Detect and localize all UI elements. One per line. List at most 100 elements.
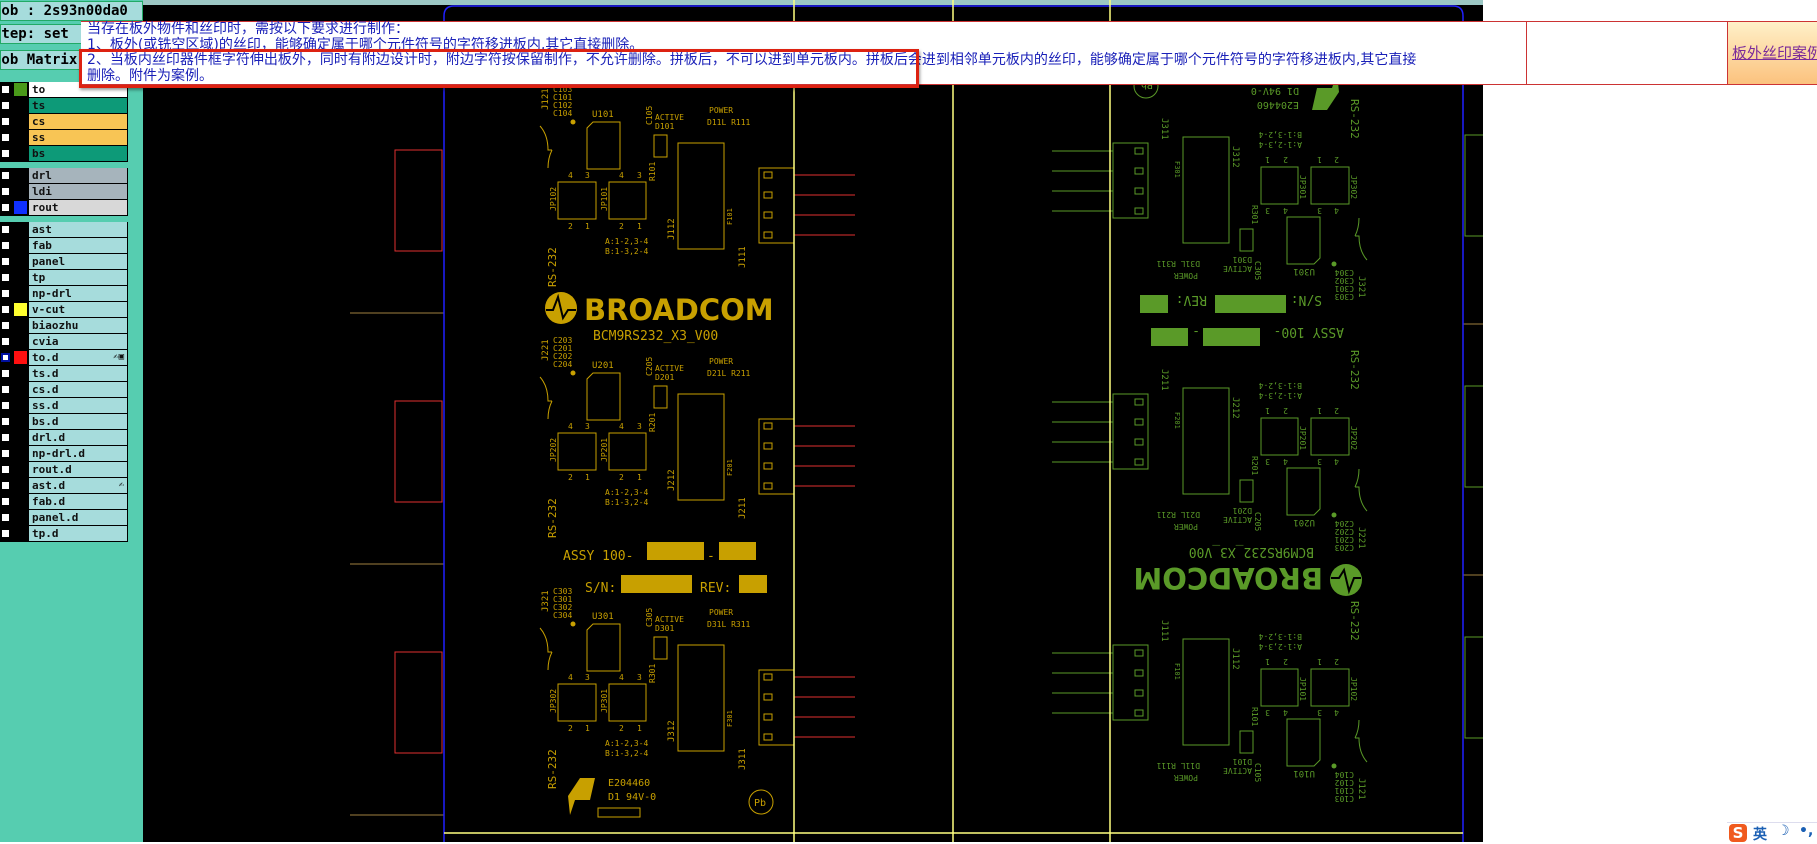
layer-row-bs.d[interactable]: bs.d bbox=[0, 414, 128, 430]
layer-name[interactable]: ldi bbox=[29, 184, 127, 199]
capacitor-label: C302 bbox=[1335, 276, 1354, 285]
layer-checkbox[interactable] bbox=[1, 305, 10, 314]
layer-checkbox[interactable] bbox=[1, 289, 10, 298]
layer-checkbox[interactable] bbox=[1, 187, 10, 196]
layer-row-tp[interactable]: tp bbox=[0, 270, 128, 286]
layer-checkbox[interactable] bbox=[1, 225, 10, 234]
jumper-label: JP301 bbox=[600, 689, 609, 713]
punctuation-icon[interactable]: •, bbox=[1799, 823, 1814, 839]
pin-number: 3 bbox=[1265, 457, 1270, 466]
layer-checkbox[interactable] bbox=[1, 353, 10, 362]
layer-row-np-drl[interactable]: np-drl bbox=[0, 286, 128, 302]
layer-row-v-cut[interactable]: v-cut bbox=[0, 302, 128, 318]
layer-name[interactable]: tp bbox=[29, 270, 127, 285]
layer-checkbox[interactable] bbox=[1, 257, 10, 266]
layer-row-ldi[interactable]: ldi bbox=[0, 184, 128, 200]
layer-name[interactable]: to.d✍▣ bbox=[29, 350, 127, 365]
layer-row-ss.d[interactable]: ss.d bbox=[0, 398, 128, 414]
layer-checkbox[interactable] bbox=[1, 433, 10, 442]
layer-name[interactable]: cs bbox=[29, 114, 127, 129]
layer-name[interactable]: v-cut bbox=[29, 302, 127, 317]
layer-checkbox[interactable] bbox=[1, 497, 10, 506]
cad-canvas[interactable] bbox=[143, 0, 1483, 842]
ime-language-toggle[interactable]: 英 bbox=[1753, 827, 1767, 843]
layer-checkbox[interactable] bbox=[1, 171, 10, 180]
jumper-outline bbox=[1261, 669, 1298, 706]
layer-checkbox[interactable] bbox=[1, 401, 10, 410]
layer-name[interactable]: fab.d bbox=[29, 494, 127, 509]
layer-name[interactable]: bs.d bbox=[29, 414, 127, 429]
layer-checkbox[interactable] bbox=[1, 481, 10, 490]
layer-checkbox[interactable] bbox=[1, 241, 10, 250]
layer-row-drl[interactable]: drl bbox=[0, 168, 128, 184]
layer-row-panel.d[interactable]: panel.d bbox=[0, 510, 128, 526]
layer-checkbox[interactable] bbox=[1, 465, 10, 474]
pin-number: 4 bbox=[1334, 206, 1339, 215]
layer-checkbox[interactable] bbox=[1, 85, 10, 94]
broadcom-logo-wave bbox=[546, 297, 576, 318]
layer-row-tp.d[interactable]: tp.d bbox=[0, 526, 128, 542]
layer-row-cvia[interactable]: cvia bbox=[0, 334, 128, 350]
layer-checkbox[interactable] bbox=[1, 369, 10, 378]
layer-row-ts.d[interactable]: ts.d bbox=[0, 366, 128, 382]
layer-name[interactable]: cs.d bbox=[29, 382, 127, 397]
layer-checkbox[interactable] bbox=[1, 133, 10, 142]
layer-name[interactable]: tp.d bbox=[29, 526, 127, 541]
layer-row-biaozhu[interactable]: biaozhu bbox=[0, 318, 128, 334]
layer-checkbox[interactable] bbox=[1, 273, 10, 282]
layer-row-drl.d[interactable]: drl.d bbox=[0, 430, 128, 446]
layer-row-cs.d[interactable]: cs.d bbox=[0, 382, 128, 398]
layer-name[interactable]: rout.d bbox=[29, 462, 127, 477]
layer-checkbox[interactable] bbox=[1, 321, 10, 330]
layer-checkbox[interactable] bbox=[1, 529, 10, 538]
layer-name[interactable]: fab bbox=[29, 238, 127, 253]
example-link[interactable]: 板外丝印案例 bbox=[1728, 22, 1817, 84]
layer-row-cs[interactable]: cs bbox=[0, 114, 128, 130]
layer-row-ast.d[interactable]: ast.d✍ bbox=[0, 478, 128, 494]
layer-name[interactable]: cvia bbox=[29, 334, 127, 349]
pcb-unit: J321C303C301C302C304U301C305ACTIVED301R3… bbox=[1052, 73, 1557, 301]
sogou-ime-icon[interactable]: S bbox=[1729, 824, 1747, 842]
layer-name[interactable]: np-drl.d bbox=[29, 446, 127, 461]
layer-checkbox[interactable] bbox=[1, 385, 10, 394]
layer-checkbox[interactable] bbox=[1, 101, 10, 110]
layer-row-fab.d[interactable]: fab.d bbox=[0, 494, 128, 510]
layer-name[interactable]: ast.d✍ bbox=[29, 478, 127, 493]
layer-name[interactable]: panel.d bbox=[29, 510, 127, 525]
half-width-moon-icon[interactable]: ☽ bbox=[1777, 823, 1790, 839]
layer-row-panel[interactable]: panel bbox=[0, 254, 128, 270]
layer-checkbox[interactable] bbox=[1, 449, 10, 458]
layer-row-to.d[interactable]: to.d✍▣ bbox=[0, 350, 128, 366]
layer-row-ast[interactable]: ast bbox=[0, 222, 128, 238]
layer-name[interactable]: rout bbox=[29, 200, 127, 215]
layer-checkbox[interactable] bbox=[1, 417, 10, 426]
layer-checkbox[interactable] bbox=[1, 337, 10, 346]
layer-row-rout.d[interactable]: rout.d bbox=[0, 462, 128, 478]
layer-name[interactable]: drl.d bbox=[29, 430, 127, 445]
layer-name[interactable]: ast bbox=[29, 222, 127, 237]
layer-name[interactable]: drl bbox=[29, 168, 127, 183]
layer-checkbox[interactable] bbox=[1, 149, 10, 158]
layer-name[interactable]: np-drl bbox=[29, 286, 127, 301]
layer-checkbox[interactable] bbox=[1, 117, 10, 126]
layer-row-rout[interactable]: rout bbox=[0, 200, 128, 216]
layer-name[interactable]: bs bbox=[29, 146, 127, 161]
layer-name[interactable]: ss bbox=[29, 130, 127, 145]
ime-status-bar[interactable]: S 英 ☽ •, bbox=[1727, 822, 1817, 843]
connector-pin bbox=[1135, 399, 1143, 405]
layer-row-ss[interactable]: ss bbox=[0, 130, 128, 146]
connector-pin bbox=[1135, 459, 1143, 465]
layer-name[interactable]: ss.d bbox=[29, 398, 127, 413]
layer-name[interactable]: ts.d bbox=[29, 366, 127, 381]
layer-row-ts[interactable]: ts bbox=[0, 98, 128, 114]
layer-name[interactable]: ts bbox=[29, 98, 127, 113]
layer-name[interactable]: panel bbox=[29, 254, 127, 269]
assy-label: ASSY 100- bbox=[1274, 324, 1344, 339]
layer-row-bs[interactable]: bs bbox=[0, 146, 128, 162]
layer-name[interactable]: biaozhu bbox=[29, 318, 127, 333]
layer-checkbox[interactable] bbox=[1, 513, 10, 522]
layer-checkbox[interactable] bbox=[1, 203, 10, 212]
layer-row-np-drl.d[interactable]: np-drl.d bbox=[0, 446, 128, 462]
layer-row-fab[interactable]: fab bbox=[0, 238, 128, 254]
